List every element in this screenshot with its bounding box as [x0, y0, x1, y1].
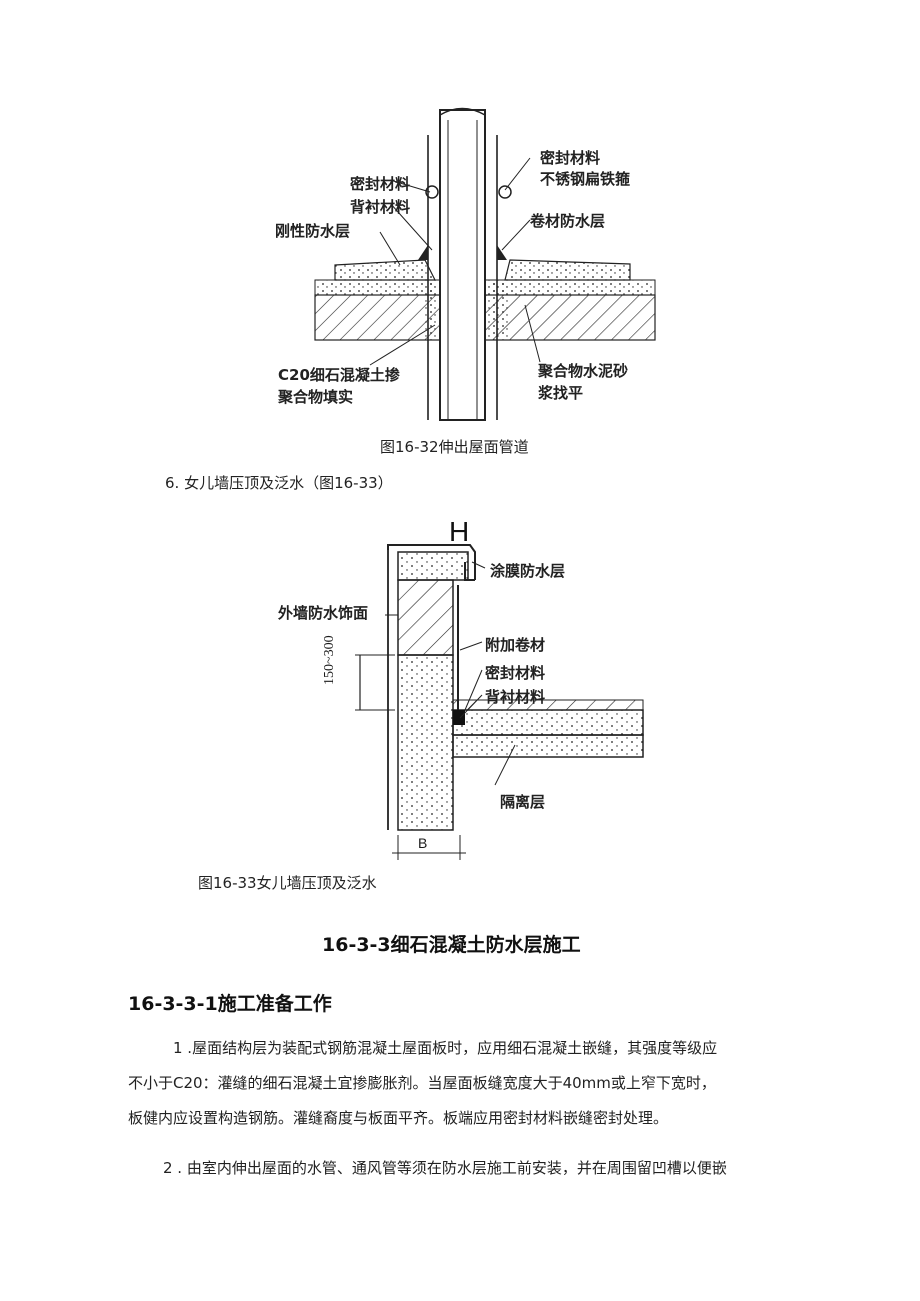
label-coating: 涂膜防水层 — [490, 562, 566, 580]
pipe-roof-diagram — [314, 107, 656, 421]
label-mortar-line2: 浆找平 — [538, 384, 584, 402]
slab-lower — [452, 734, 644, 758]
list-item: 6. 女儿墙压顶及泛水（图16-33） — [165, 474, 393, 492]
label-rigid-layer: 刚性防水层 — [275, 222, 351, 240]
label-additional: 附加卷材 — [485, 636, 546, 654]
clamp-left — [425, 185, 439, 199]
label-mortar-line1: 聚合物水泥砂 — [538, 362, 629, 380]
coping — [397, 551, 469, 581]
dim-width: B — [418, 835, 428, 851]
seal-block — [453, 710, 465, 725]
label-seal-right: 密封材料 — [540, 149, 601, 167]
section-title: 16-3-3细石混凝土防水层施工 — [322, 934, 581, 956]
label-clamp: 不锈钢扁铁箍 — [540, 170, 631, 188]
p1-line3: 板健内应设置构造钢筋。灌缝裔度与板面平齐。板端应用密封材料嵌缝密封处理。 — [128, 1109, 669, 1127]
paragraph-2: 2 . 由室内伸出屋面的水管、通风管等须在防水层施工前安装，并在周围留凹槽以便嵌 — [163, 1151, 727, 1186]
p1-line2: 不小于C20：灌缝的细石混凝土宜掺膨胀剂。当屋面板缝宽度大于40mm或上窄下宽时… — [128, 1074, 716, 1092]
figure-caption: 图16-32伸出屋面管道 — [380, 438, 529, 456]
label-backing: 背衬材料 — [485, 688, 546, 706]
label-seal-left: 密封材料 — [350, 175, 411, 193]
roof-slab — [452, 709, 644, 736]
dim-height: 150~300 — [322, 635, 337, 685]
p1-line1: 1 .屋面结构层为装配式钢筋混凝土屋面板时，应用细石混凝土嵌缝，其强度等级应 — [173, 1039, 718, 1057]
roll-layer-right — [504, 259, 631, 281]
subsection-title: 16-3-3-1施工准备工作 — [128, 993, 332, 1015]
label-c20-line2: 聚合物填实 — [278, 388, 354, 406]
rigid-layer-left — [334, 259, 436, 281]
label-c20-line1: C20细石混凝土掺 — [278, 366, 400, 384]
figure-caption: 图16-33女儿墙压顶及泛水 — [198, 874, 377, 892]
parapet-wall-lower — [397, 654, 454, 831]
paragraph-1: 1 .屋面结构层为装配式钢筋混凝土屋面板时，应用细石混凝土嵌缝，其强度等级应 不… — [128, 1031, 717, 1136]
label-isolation: 隔离层 — [500, 793, 546, 811]
label-roll-layer: 卷材防水层 — [530, 212, 606, 230]
label-seal: 密封材料 — [485, 664, 546, 682]
label-backing-left: 背衬材料 — [350, 198, 411, 216]
label-exterior: 外墙防水饰面 — [278, 604, 369, 622]
parapet-diagram — [355, 544, 644, 860]
clamp-right — [498, 185, 512, 199]
top-mark: H — [449, 516, 470, 547]
pipe — [439, 109, 486, 421]
parapet-wall-upper — [397, 579, 454, 656]
p2-line1: 2 . 由室内伸出屋面的水管、通风管等须在防水层施工前安装，并在周围留凹槽以便嵌 — [163, 1159, 727, 1177]
